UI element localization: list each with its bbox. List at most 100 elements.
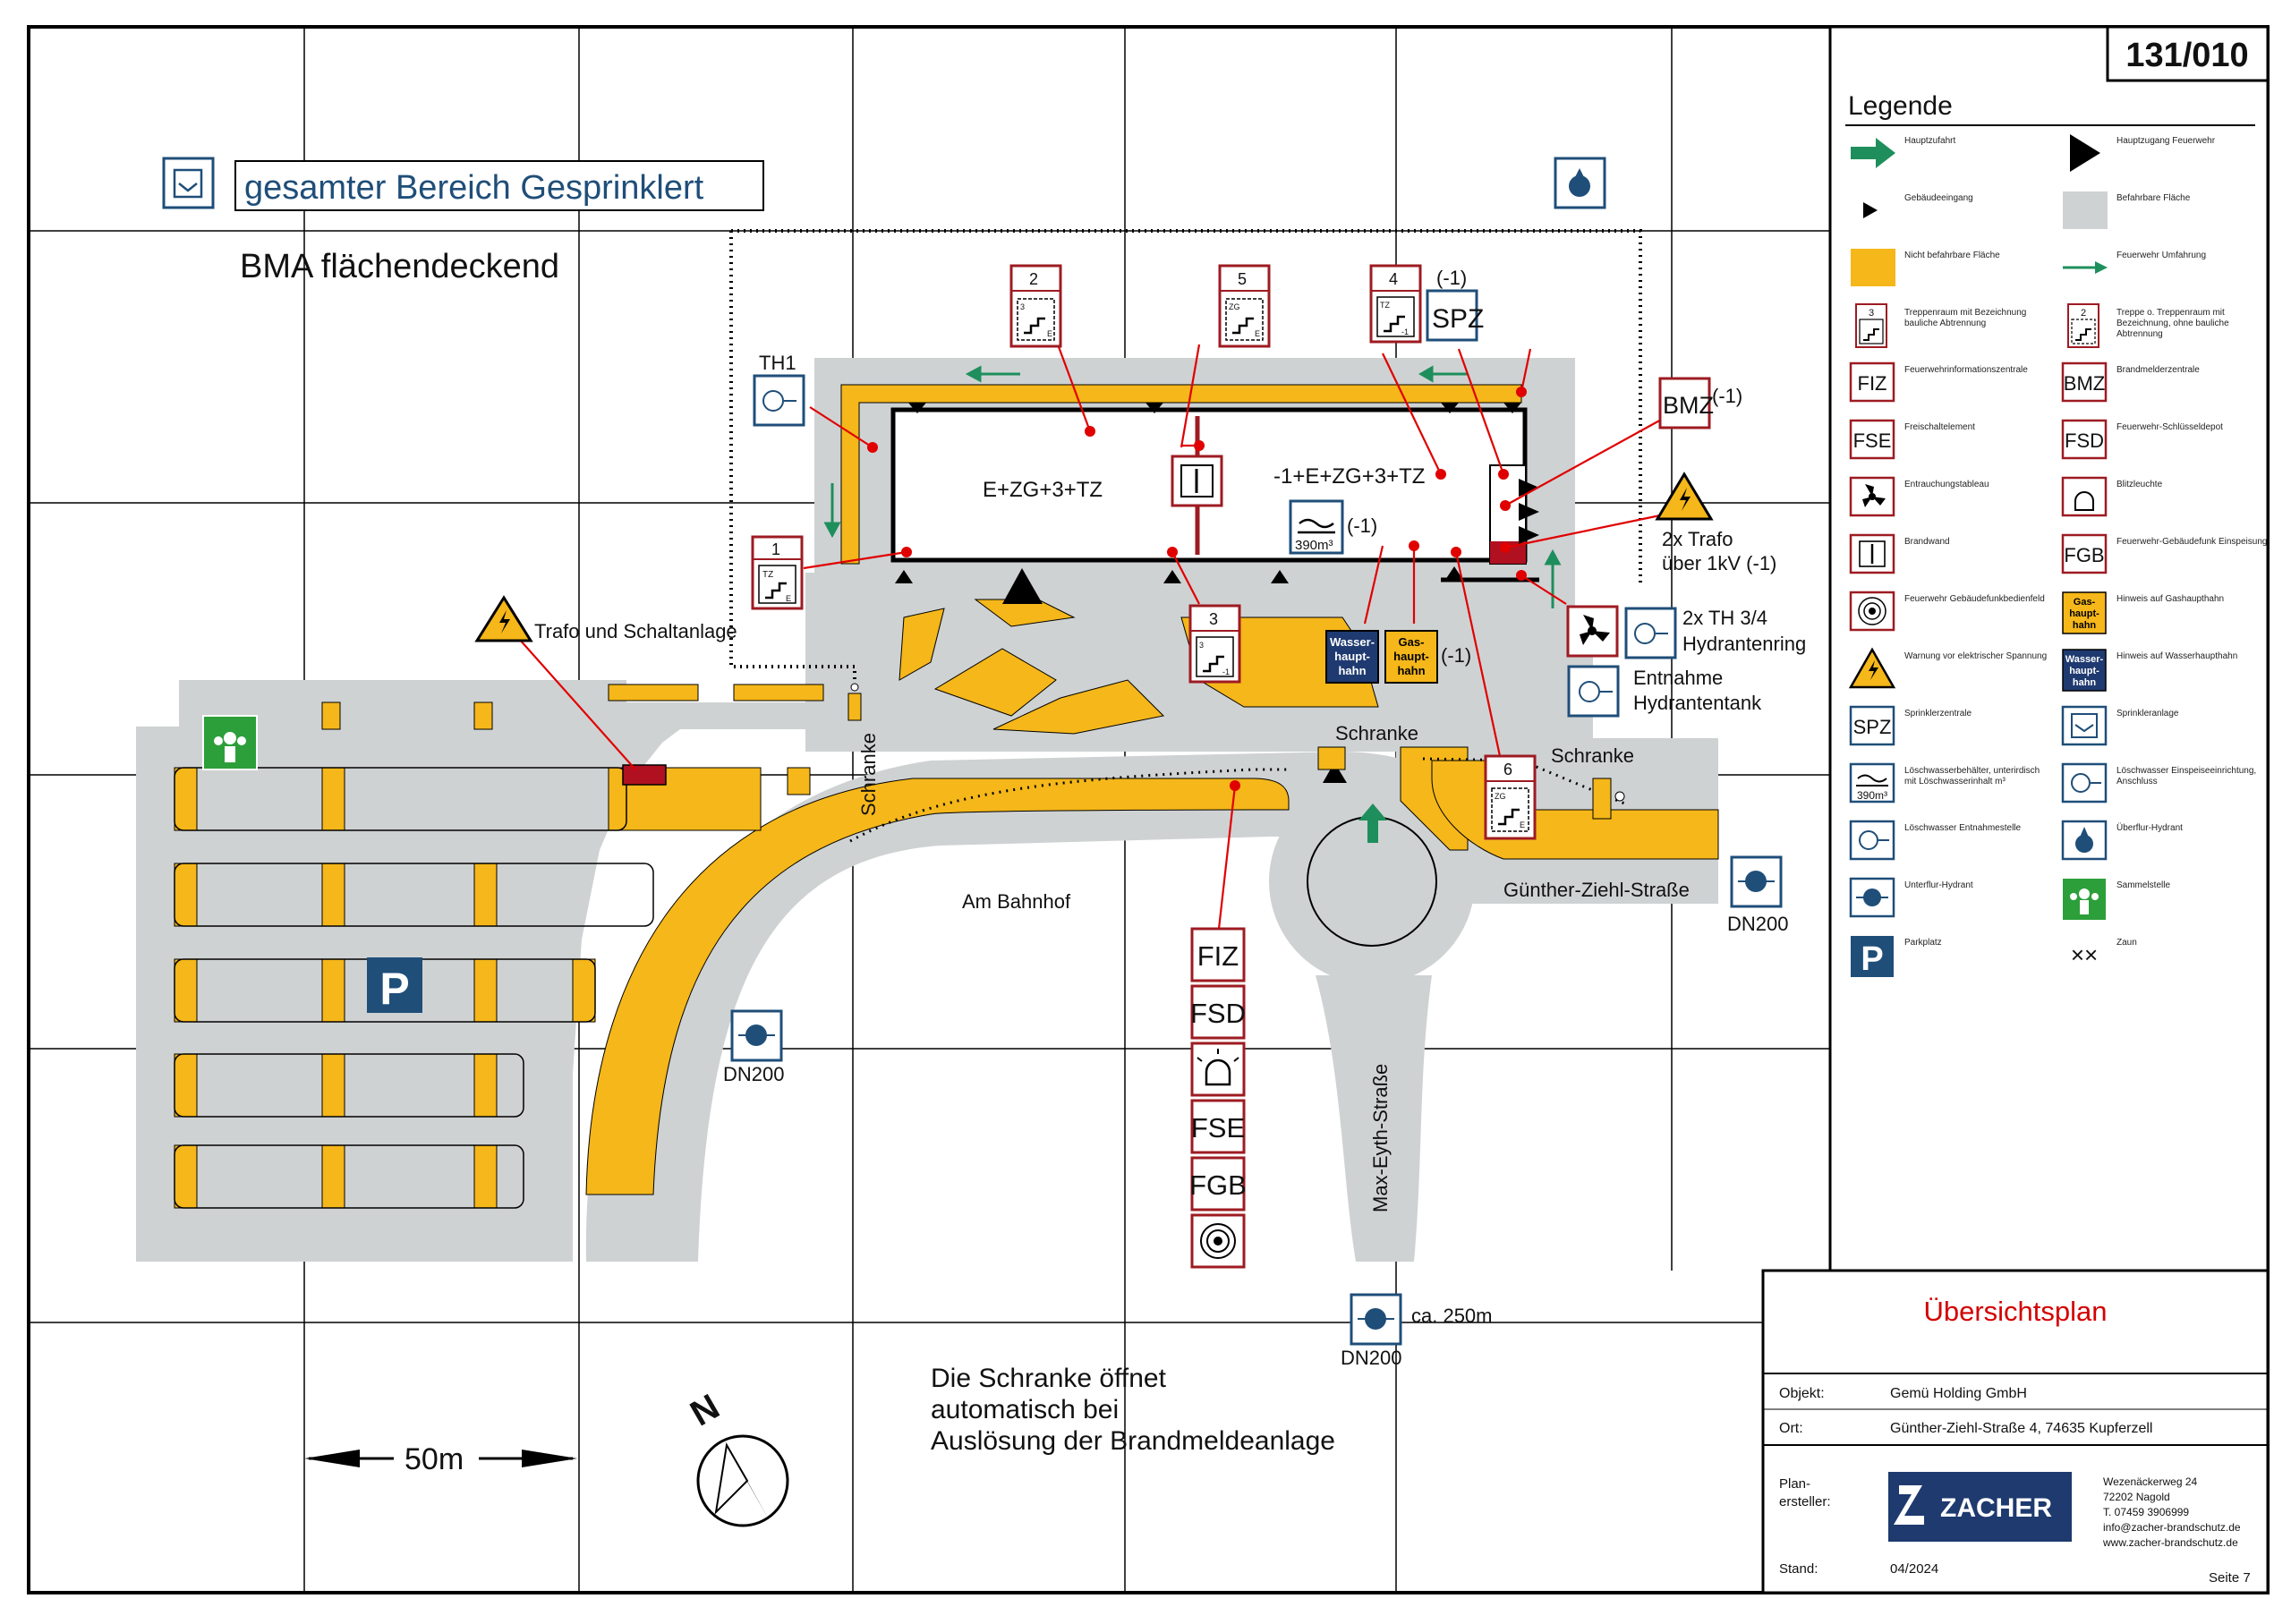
fire-wall-icon: [1849, 533, 1895, 574]
th1-water-feed-icon: [753, 374, 805, 427]
symbol-location-dots: [867, 387, 1527, 791]
underground-hydrant-bottom-icon: [1350, 1293, 1402, 1346]
parking-icon-code: P: [1861, 940, 1883, 978]
water-tank-icon: 390m³: [1849, 762, 1895, 803]
stair-6-sub: E: [1520, 821, 1525, 829]
bmz-icon: BMZ: [1658, 377, 1714, 429]
stair-4-sub: -1: [1401, 327, 1409, 336]
radio-panel-icon: [1849, 591, 1895, 632]
spz-icon: SPZ: [1426, 289, 1484, 342]
legend-item-sprinkler-icon: Sprinkleranlage: [2061, 705, 2179, 746]
water-valve-line-3: hahn: [1338, 664, 1366, 677]
legend-panel: [1828, 25, 2270, 1272]
stair-5-sub: E: [1255, 329, 1260, 338]
stair-1-number: 1: [771, 540, 780, 558]
legend-heading: Legende: [1848, 91, 1953, 121]
barrier-details: [847, 683, 1625, 820]
stand-value: 04/2024: [1890, 1561, 1938, 1577]
legend-item-green-thin-arrow-icon: Feuerwehr Umfahrung: [2063, 251, 2206, 274]
trafo-left-label: Trafo und Schaltanlage: [534, 620, 737, 642]
fse-icon: FSE: [1849, 419, 1895, 460]
fgb-icon: [1190, 1156, 1246, 1212]
fgb-icon: FGB: [2061, 533, 2108, 574]
dn200-distance: ca. 250m: [1411, 1305, 1493, 1327]
scale-bar: [304, 1450, 577, 1467]
assembly-point-icon: [202, 715, 258, 770]
legend-label: Feuerwehr Gebäudefunkbedienfeld: [1904, 594, 2045, 604]
fence-icon: ××: [2071, 941, 2098, 968]
fse-icon-code: FSE: [1853, 429, 1892, 452]
water-feed-icon: [2061, 762, 2108, 803]
water-outlet-icon: [1849, 820, 1895, 861]
building-entrances: [895, 403, 1539, 583]
legend-item-water-outlet-icon: Löschwasser Entnahmestelle: [1849, 820, 2022, 861]
address-line-1: Wezenäckerweg 24: [2103, 1475, 2197, 1488]
stair-3-number: 3: [1209, 610, 1218, 628]
legend-item-overground-hydrant-icon: Überflur-Hydrant: [2061, 820, 2183, 861]
water-valve-line-2: haupt-: [1334, 650, 1370, 663]
legend-label: Sprinkleranlage: [2116, 709, 2179, 718]
water-valve-icon-code-part: haupt-: [2069, 666, 2099, 676]
water-outlet-icon: [1567, 665, 1620, 718]
tank-level: (-1): [1347, 514, 1377, 537]
legend-label: Feuerwehr-Schlüsseldepot: [2116, 422, 2223, 432]
stair-1-sub: E: [786, 594, 791, 603]
fire-wall-icon: [1171, 455, 1223, 507]
legend-label: Löschwasser Einspeiseeinrichtung,: [2116, 766, 2256, 776]
entnahme-label-2: Hydrantentank: [1633, 692, 1762, 714]
legend-label: Treppenraum mit Bezeichnung: [1904, 308, 2026, 318]
legend-label: Bezeichnung, ohne bauliche: [2116, 319, 2229, 328]
legend-label: Brandwand: [1904, 537, 1950, 547]
parking-text: P: [379, 964, 409, 1014]
water-tank-icon-code: 390m³: [1857, 789, 1887, 802]
gas-valve-icon-code-part: haupt-: [2069, 608, 2099, 619]
barrier-note-2: automatisch bei: [931, 1395, 1119, 1424]
address-line-4: info@zacher-brandschutz.de: [2103, 1521, 2241, 1534]
stair-open-icon-code: 2: [2081, 308, 2086, 319]
smoke-extraction-icon: [1566, 605, 1619, 658]
stair-4: 4 TZ -1: [1369, 264, 1422, 344]
legend-label: mit Löschwasserinhalt m³: [1904, 777, 2006, 786]
stair-4-number: 4: [1389, 270, 1398, 288]
legend-label: Hauptzufahrt: [1904, 136, 1955, 146]
stair-6-number: 6: [1503, 761, 1512, 778]
stair-1-code: TZ: [762, 570, 773, 580]
fgb-text: FGB: [1189, 1169, 1247, 1201]
legend-label: Treppe o. Treppenraum mit: [2116, 308, 2225, 318]
flash-light-icon: [2061, 476, 2108, 517]
trafo-room-left: [622, 764, 667, 786]
th34-label-1: 2x TH 3/4: [1682, 607, 1767, 629]
underground-hydrant-right-icon: [1730, 855, 1783, 908]
stair-3-sub: -1: [1222, 667, 1230, 676]
legend-label: Hinweis auf Wasserhaupthahn: [2116, 651, 2237, 661]
building-label-left: E+ZG+3+TZ: [983, 478, 1103, 502]
sprinkler-icon: [162, 157, 215, 209]
water-feed-icon: [1624, 607, 1677, 659]
stair-1: 1 TZ E: [751, 535, 804, 610]
trafo-right-label-1: 2x Trafo: [1662, 528, 1733, 550]
legend-label: Nicht befahrbare Fläche: [1904, 251, 2000, 260]
stair-5: 5 ZG E: [1218, 264, 1271, 348]
fiz-icon: FIZ: [1849, 361, 1895, 403]
water-valve-icon-code-part: hahn: [2073, 677, 2097, 688]
barrier-label-right: Schranke: [1551, 744, 1634, 767]
dn200-right: DN200: [1727, 913, 1788, 935]
legend-label: Gebäudeeingang: [1904, 193, 1973, 203]
underground-hydrant-icon: [1849, 877, 1895, 918]
water-valve-line-1: Wasser-: [1330, 635, 1375, 649]
fiz-stack: FIZ FSD FSE FGB: [1189, 927, 1247, 1269]
fiz-icon: [1190, 927, 1246, 982]
address-line-3: T. 07459 3906999: [2103, 1506, 2189, 1518]
spz-level: (-1): [1436, 267, 1467, 289]
water-tank-icon: 390m³: [1289, 499, 1344, 555]
fse-icon: [1190, 1099, 1246, 1154]
gas-valve-line-1: Gas-: [1399, 635, 1425, 649]
barrier-label-vertical: Schranke: [857, 733, 880, 816]
page-number: Seite 7: [2209, 1570, 2251, 1586]
